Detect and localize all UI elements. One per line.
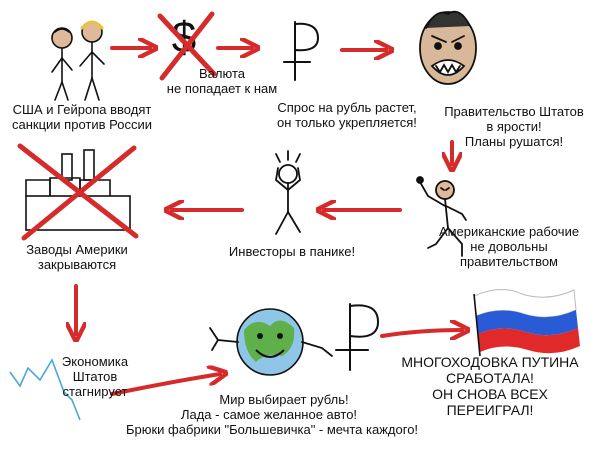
caption-line: стагнирует <box>62 384 128 399</box>
ruble-sign-icon <box>335 303 380 371</box>
caption-currency: Валюта не попадает к нам <box>152 66 292 96</box>
panicking-stick-figure-icon <box>275 150 301 235</box>
caption-line: Брюки фабрики "Большевичка" - мечта кажд… <box>125 422 419 437</box>
angry-worker-figure-icon <box>416 176 467 257</box>
caption-line: Планы рушатся! <box>464 134 564 149</box>
caption-line: МНОГОХОДОВКА ПУТИНА <box>401 354 579 370</box>
caption-line: США и Гейропа вводят <box>12 102 152 117</box>
caption-line: он только укрепляется! <box>277 115 417 130</box>
caption-workers: Американские рабочие не довольны правите… <box>426 224 592 269</box>
two-people-figures-icon <box>51 20 105 101</box>
caption-putin: МНОГОХОДОВКА ПУТИНА СРАБОТАЛА! ОН СНОВА … <box>398 354 582 418</box>
crossed-out-dollar-icon: $ <box>157 11 217 81</box>
caption-line: не попадает к нам <box>166 81 278 96</box>
angry-face-icon <box>419 10 477 85</box>
caption-line: Правительство Штатов <box>444 104 584 119</box>
caption-line: не довольны <box>470 239 548 254</box>
caption-line: санкции против России <box>12 117 152 132</box>
caption-line: ПЕРЕИГРАЛ! <box>446 402 534 418</box>
caption-line: СРАБОТАЛА! <box>446 370 534 386</box>
caption-line: в ярости! <box>486 119 542 134</box>
caption-line: Лада - самое желанное авто! <box>180 407 358 422</box>
caption-line: Штатов <box>72 369 118 384</box>
smiling-globe-icon <box>209 308 333 376</box>
caption-line: правительством <box>459 254 558 269</box>
red-arrow-icon <box>76 48 462 396</box>
crossed-out-factory-icon <box>17 143 139 241</box>
caption-line: ОН СНОВА ВСЕХ <box>432 386 548 402</box>
caption-line: Заводы Америки <box>26 242 128 257</box>
caption-line: Спрос на рубль растет, <box>277 100 417 115</box>
caption-line: Инвесторы в панике! <box>228 244 356 259</box>
caption-government: Правительство Штатов в ярости! Планы руш… <box>436 104 592 149</box>
caption-line: закрываются <box>37 257 117 272</box>
caption-factories: Заводы Америки закрываются <box>14 242 140 272</box>
caption-economy: Экономика Штатов стагнирует <box>40 354 150 399</box>
caption-sanctions: США и Гейропа вводят санкции против Росс… <box>2 102 162 132</box>
ruble-sign-icon <box>283 21 320 81</box>
caption-line: Валюта <box>199 66 245 81</box>
russian-flag-icon <box>473 289 580 357</box>
caption-ruble-demand: Спрос на рубль растет, он только укрепля… <box>262 100 432 130</box>
declining-graph-icon <box>9 358 81 421</box>
caption-line: Мир выбирает рубль! <box>219 392 349 407</box>
caption-world: Мир выбирает рубль! Лада - самое желанно… <box>84 392 444 437</box>
caption-line: Экономика <box>61 354 129 369</box>
caption-investors: Инвесторы в панике! <box>212 244 372 259</box>
caption-line: Американские рабочие <box>438 224 580 239</box>
